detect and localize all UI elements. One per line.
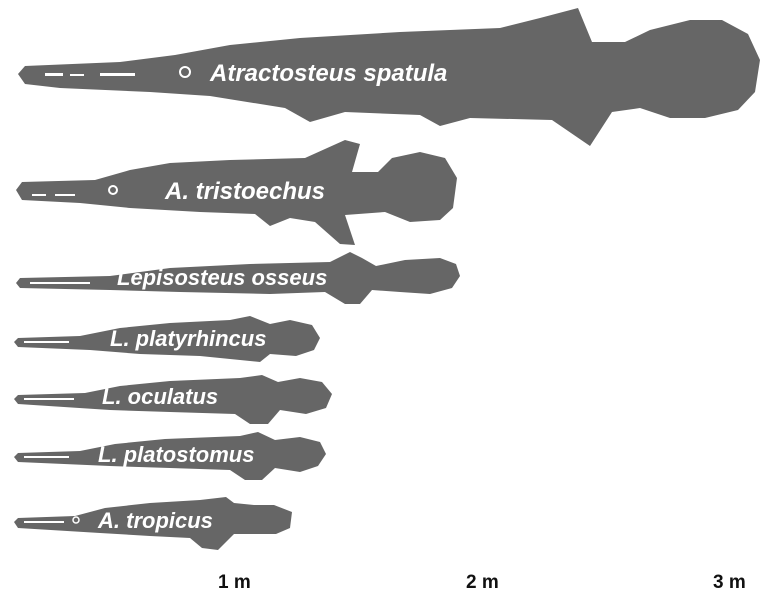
- fish-atractosteus-tristoechus: A. tristoechus: [16, 140, 457, 245]
- species-label: L. platostomus: [98, 442, 254, 467]
- fish-snout-teeth: [30, 282, 90, 284]
- species-label: Lepisosteus osseus: [117, 265, 327, 290]
- species-label: L. platyrhincus: [110, 326, 266, 351]
- scale-bar: 1 m 2 m 3 m: [218, 572, 746, 593]
- fish-snout-teeth: [24, 521, 64, 523]
- species-label: L. oculatus: [102, 384, 218, 409]
- fish-atractosteus-tropicus: A. tropicus: [14, 497, 292, 550]
- species-label: A. tristoechus: [164, 178, 325, 205]
- fish-atractosteus-spatula: Atractosteus spatula: [18, 8, 760, 146]
- scale-label-2m: 2 m: [466, 572, 499, 593]
- scale-label-3m: 3 m: [713, 572, 746, 593]
- scale-label-1m: 1 m: [218, 572, 251, 593]
- species-label: A. tropicus: [97, 508, 213, 533]
- fish-lepisosteus-oculatus: L. oculatus: [14, 375, 332, 424]
- fish-snout-teeth: [24, 398, 74, 400]
- fish-snout-teeth: [24, 341, 69, 343]
- species-label: Atractosteus spatula: [209, 60, 447, 87]
- fish-snout-teeth: [24, 456, 69, 458]
- fish-lepisosteus-platyrhincus: L. platyrhincus: [14, 316, 320, 362]
- fish-lepisosteus-platostomus: L. platostomus: [14, 432, 326, 480]
- fish-lepisosteus-osseus: Lepisosteus osseus: [16, 252, 460, 304]
